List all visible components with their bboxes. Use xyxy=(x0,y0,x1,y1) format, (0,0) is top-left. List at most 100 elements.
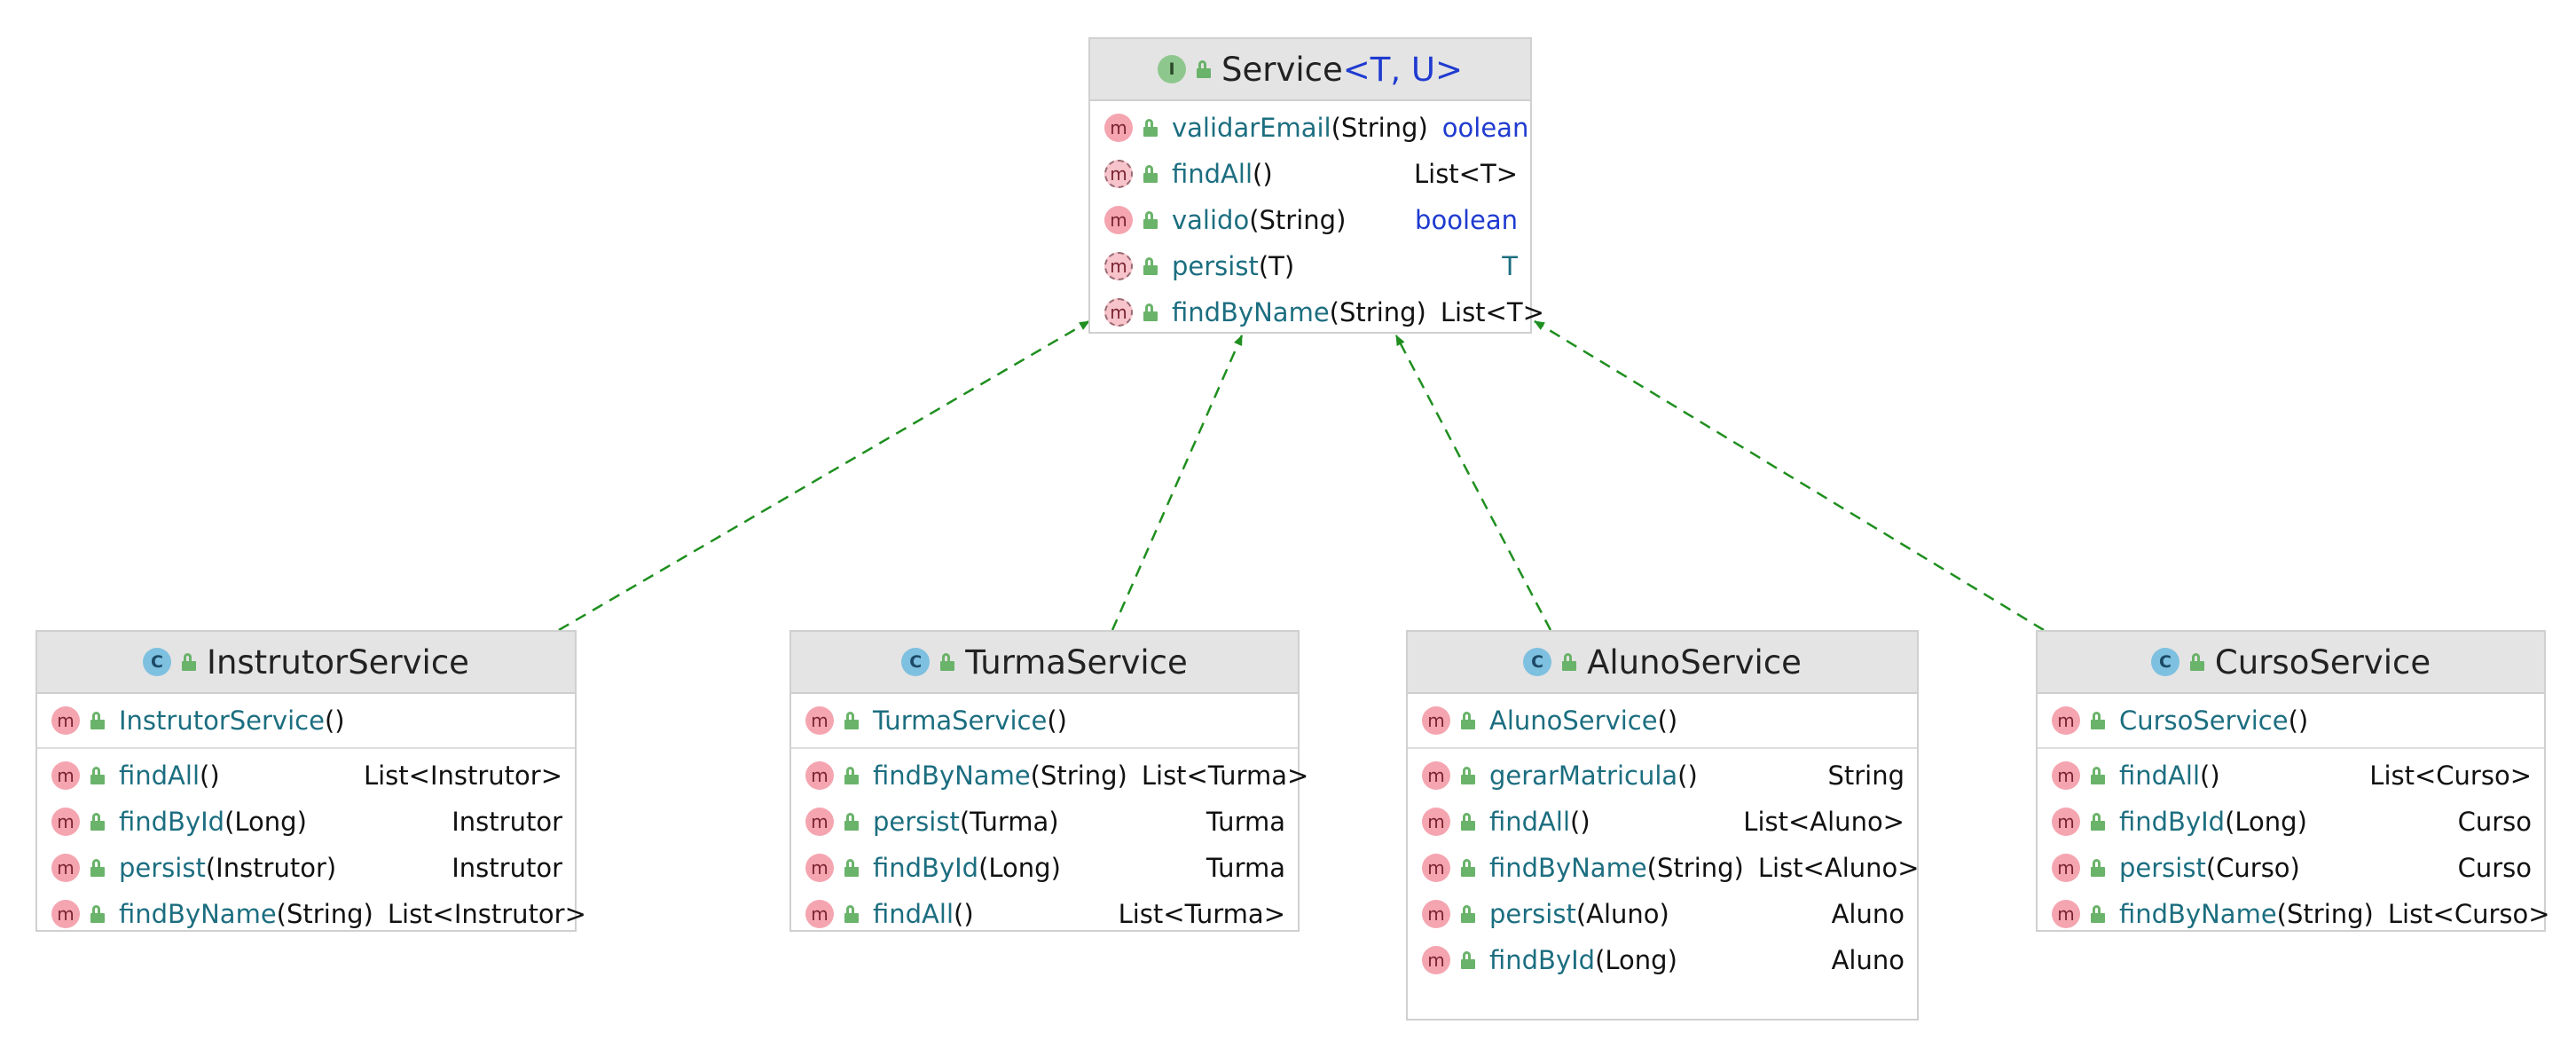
method-row[interactable]: m persist(Turma) Turma xyxy=(791,799,1298,845)
method-row[interactable]: m findAll() List<T> xyxy=(1090,151,1530,197)
method-row[interactable]: m findByName(String) List<T> xyxy=(1090,289,1544,335)
method-name: findAll xyxy=(2119,760,2201,791)
method-return: oolean xyxy=(1441,113,1529,143)
method-params: (String) xyxy=(1030,760,1127,791)
method-row[interactable]: m persist(Instrutor) Instrutor xyxy=(37,845,575,891)
aluno-service-node[interactable]: C AlunoService m AlunoService() m gerarM… xyxy=(1406,630,1920,1021)
edge-curso-service xyxy=(1534,319,2045,632)
method-row[interactable]: m findAll() List<Turma> xyxy=(791,891,1298,937)
method-return: List<Aluno> xyxy=(1757,853,1920,883)
abstract-method-icon: m xyxy=(1104,298,1133,327)
class-icon: C xyxy=(1523,648,1552,676)
method-row[interactable]: m findAll() List<Curso> xyxy=(2038,753,2544,799)
class-icon: C xyxy=(143,648,172,676)
lock-open-icon xyxy=(2091,712,2105,729)
method-row[interactable]: m valido(String) boolean xyxy=(1090,197,1530,243)
instrutor-header: C InstrutorService xyxy=(37,632,575,694)
method-row[interactable]: m findByName(String) List<Aluno> xyxy=(1408,845,1920,891)
curso-methods: m findAll() List<Curso> m findById(Long)… xyxy=(2038,749,2550,941)
method-row[interactable]: m findById(Long) Curso xyxy=(2038,799,2544,845)
method-name: InstrutorService xyxy=(119,705,325,736)
lock-open-icon xyxy=(90,712,105,729)
method-row[interactable]: m persist(T) T xyxy=(1090,243,1530,289)
service-methods: m validarEmail(String) oolean m findAll(… xyxy=(1090,101,1544,339)
class-icon: C xyxy=(2150,648,2179,676)
instrutor-methods: m findAll() List<Instrutor> m findById(L… xyxy=(37,749,586,941)
edge-aluno-service xyxy=(1394,335,1552,631)
lock-open-icon xyxy=(90,859,105,877)
method-return: List<Instrutor> xyxy=(363,760,562,791)
method-icon: m xyxy=(1422,808,1450,836)
method-icon: m xyxy=(51,900,80,928)
method-params: (String) xyxy=(2276,899,2374,929)
method-params: (String) xyxy=(1329,297,1426,327)
lock-open-icon xyxy=(1562,653,1577,671)
method-row[interactable]: m findAll() List<Aluno> xyxy=(1408,799,1917,845)
lock-open-icon xyxy=(1461,767,1475,784)
method-params: (Instrutor) xyxy=(205,853,337,883)
method-params: () xyxy=(2200,760,2220,791)
method-icon: m xyxy=(1422,761,1450,790)
method-icon: m xyxy=(805,761,834,790)
lock-open-icon xyxy=(1461,712,1475,729)
lock-open-icon xyxy=(844,813,859,831)
method-row[interactable]: m persist(Curso) Curso xyxy=(2038,845,2544,891)
method-icon: m xyxy=(1104,206,1133,234)
constructor-row[interactable]: m CursoService() xyxy=(2038,697,2544,744)
turma-service-node[interactable]: C TurmaService m TurmaService() m findBy… xyxy=(789,630,1308,932)
constructor-row[interactable]: m TurmaService() xyxy=(791,697,1298,744)
lock-open-icon xyxy=(1143,119,1158,137)
method-row[interactable]: m gerarMatricula() String xyxy=(1408,753,1917,799)
curso-service-node[interactable]: C CursoService m CursoService() m findAl… xyxy=(2036,630,2550,932)
method-params: (Long) xyxy=(1595,945,1677,975)
method-icon: m xyxy=(2052,761,2080,790)
method-return: List<Instrutor> xyxy=(387,899,586,929)
instrutor-service-node[interactable]: C InstrutorService m InstrutorService() … xyxy=(35,630,586,932)
method-row[interactable]: m findByName(String) List<Turma> xyxy=(791,753,1308,799)
aluno-title: AlunoService xyxy=(1587,642,1802,682)
method-row[interactable]: m findByName(String) List<Instrutor> xyxy=(37,891,586,937)
method-name: findByName xyxy=(1489,853,1647,883)
method-row[interactable]: m findById(Long) Instrutor xyxy=(37,799,575,845)
method-params: (String) xyxy=(276,899,373,929)
method-name: persist xyxy=(2119,853,2206,883)
turma-header: C TurmaService xyxy=(791,632,1298,694)
method-name: persist xyxy=(119,853,206,883)
lock-open-icon xyxy=(2091,859,2105,877)
method-name: persist xyxy=(873,807,960,837)
lock-open-icon xyxy=(1143,165,1158,183)
lock-open-icon xyxy=(844,712,859,729)
turma-constructors: m TurmaService() xyxy=(791,694,1298,749)
method-row[interactable]: m persist(Aluno) Aluno xyxy=(1408,891,1917,937)
method-icon: m xyxy=(1422,946,1450,974)
method-name: validarEmail xyxy=(1172,113,1331,143)
constructor-row[interactable]: m AlunoService() xyxy=(1408,697,1917,744)
method-icon: m xyxy=(2052,854,2080,882)
method-return: Instrutor xyxy=(452,807,562,837)
service-title: Service<T, U> xyxy=(1221,50,1463,89)
service-interface-node[interactable]: I Service<T, U> m validarEmail(String) o… xyxy=(1088,37,1544,334)
method-return: List<T> xyxy=(1440,297,1544,327)
constructor-row[interactable]: m InstrutorService() xyxy=(37,697,575,744)
method-row[interactable]: m findById(Long) Turma xyxy=(791,845,1298,891)
method-row[interactable]: m validarEmail(String) oolean xyxy=(1090,105,1530,151)
abstract-method-icon: m xyxy=(1104,160,1133,188)
lock-open-icon xyxy=(2091,813,2105,831)
lock-open-icon xyxy=(182,653,197,671)
edge-instrutor-service xyxy=(558,319,1090,632)
method-return: List<Curso> xyxy=(2387,899,2550,929)
method-row[interactable]: m findByName(String) List<Curso> xyxy=(2038,891,2550,937)
method-return: List<Aluno> xyxy=(1743,807,1905,837)
method-return: List<T> xyxy=(1413,159,1518,189)
method-name: AlunoService xyxy=(1489,705,1658,736)
method-return: Instrutor xyxy=(452,853,562,883)
method-icon: m xyxy=(2052,900,2080,928)
method-row[interactable]: m findAll() List<Instrutor> xyxy=(37,753,575,799)
method-icon: m xyxy=(2052,706,2080,735)
method-row[interactable]: m findById(Long) Aluno xyxy=(1408,937,1917,983)
lock-open-icon xyxy=(1461,813,1475,831)
method-icon: m xyxy=(1422,854,1450,882)
method-return: Turma xyxy=(1206,807,1285,837)
method-return: Aluno xyxy=(1831,899,1905,929)
method-icon: m xyxy=(805,900,834,928)
